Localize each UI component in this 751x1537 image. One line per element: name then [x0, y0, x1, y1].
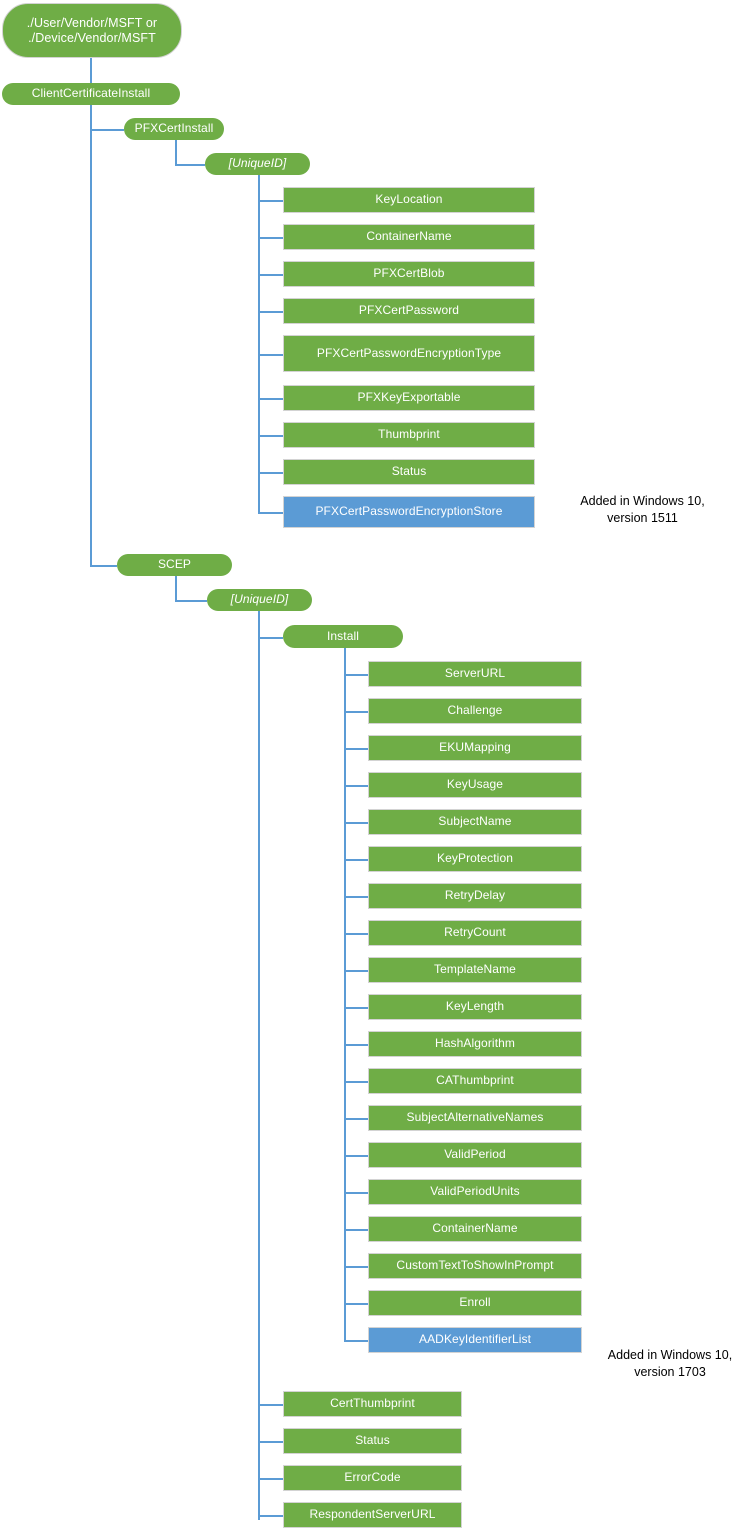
leaf-node-pfxcertpassword[interactable]: PFXCertPassword — [283, 298, 535, 324]
leaf-node-retrycount[interactable]: RetryCount — [368, 920, 582, 946]
connector-install-leaf-5 — [344, 859, 368, 861]
leaf-node-thumbprint[interactable]: Thumbprint — [283, 422, 535, 448]
connector-clientcertificateinstall-spine — [90, 105, 92, 566]
connector-pfx-leaf-1 — [258, 237, 283, 239]
leaf-node-retrydelay[interactable]: RetryDelay — [368, 883, 582, 909]
connector-install-leaf-14 — [344, 1192, 368, 1194]
leaf-node-pfxcertpasswordencryptiontype[interactable]: PFXCertPasswordEncryptionType — [283, 335, 535, 372]
leaf-node-subjectname[interactable]: SubjectName — [368, 809, 582, 835]
connector-install-leaf-2 — [344, 748, 368, 750]
connector-scep-leaf-2 — [258, 1478, 283, 1480]
connector-to-pfxcertinstall — [90, 129, 124, 131]
connector-install-leaf-0 — [344, 674, 368, 676]
root-node-vendor-path[interactable]: ./User/Vendor/MSFT or ./Device/Vendor/MS… — [2, 3, 182, 58]
connector-install-leaf-17 — [344, 1303, 368, 1305]
connector-scep-uniqueid-spine — [258, 611, 260, 1520]
connector-install-leaf-13 — [344, 1155, 368, 1157]
leaf-node-serverurl[interactable]: ServerURL — [368, 661, 582, 687]
connector-pfxcertinstall-to-uniqueid — [175, 140, 177, 165]
note-scep-added-in-windows: Added in Windows 10, version 1703 — [607, 1348, 733, 1379]
leaf-node-validperiod[interactable]: ValidPeriod — [368, 1142, 582, 1168]
leaf-node-scep-certthumbprint[interactable]: CertThumbprint — [283, 1391, 462, 1417]
connector-scep-leaf-1 — [258, 1441, 283, 1443]
leaf-node-keyprotection[interactable]: KeyProtection — [368, 846, 582, 872]
node-scep-uniqueid[interactable]: [UniqueID] — [207, 589, 312, 611]
connector-install-leaf-3 — [344, 785, 368, 787]
leaf-node-pfxcertpasswordencryptionstore[interactable]: PFXCertPasswordEncryptionStore — [283, 496, 535, 528]
node-scep[interactable]: SCEP — [117, 554, 232, 576]
connector-scep-to-uniqueid — [175, 576, 177, 601]
leaf-node-scep-errorcode[interactable]: ErrorCode — [283, 1465, 462, 1491]
connector-install-leaf-7 — [344, 933, 368, 935]
connector-to-scep-uniqueid — [175, 600, 207, 602]
leaf-node-keylocation[interactable]: KeyLocation — [283, 187, 535, 213]
connector-scep-leaf-0 — [258, 1404, 283, 1406]
node-install[interactable]: Install — [283, 625, 403, 648]
leaf-node-cathumbprint[interactable]: CAThumbprint — [368, 1068, 582, 1094]
connector-install-leaf-9 — [344, 1007, 368, 1009]
leaf-node-hashalgorithm[interactable]: HashAlgorithm — [368, 1031, 582, 1057]
connector-install-leaf-4 — [344, 822, 368, 824]
note-pfx-added-in-windows: Added in Windows 10, version 1511 — [580, 494, 705, 525]
connector-to-install — [258, 637, 283, 639]
connector-install-leaf-12 — [344, 1118, 368, 1120]
leaf-node-ekumapping[interactable]: EKUMapping — [368, 735, 582, 761]
connector-install-spine — [344, 648, 346, 1341]
connector-install-leaf-8 — [344, 970, 368, 972]
leaf-node-challenge[interactable]: Challenge — [368, 698, 582, 724]
connector-pfx-leaf-8 — [258, 512, 283, 514]
connector-install-leaf-11 — [344, 1081, 368, 1083]
connector-install-leaf-15 — [344, 1229, 368, 1231]
leaf-node-keylength[interactable]: KeyLength — [368, 994, 582, 1020]
connector-to-pfx-uniqueid — [175, 164, 205, 166]
connector-pfx-leaf-3 — [258, 311, 283, 313]
node-pfx-uniqueid[interactable]: [UniqueID] — [205, 153, 310, 175]
leaf-node-customtexttoshowinprompt[interactable]: CustomTextToShowInPrompt — [368, 1253, 582, 1279]
leaf-node-pfxkeyexportable[interactable]: PFXKeyExportable — [283, 385, 535, 411]
connector-pfx-uniqueid-spine — [258, 175, 260, 512]
connector-install-leaf-10 — [344, 1044, 368, 1046]
leaf-node-containername[interactable]: ContainerName — [283, 224, 535, 250]
leaf-node-pfxcertblob[interactable]: PFXCertBlob — [283, 261, 535, 287]
connector-install-leaf-6 — [344, 896, 368, 898]
leaf-node-enroll[interactable]: Enroll — [368, 1290, 582, 1316]
leaf-node-templatename[interactable]: TemplateName — [368, 957, 582, 983]
leaf-node-aadkeyidentifierlist[interactable]: AADKeyIdentifierList — [368, 1327, 582, 1353]
connector-pfx-leaf-2 — [258, 274, 283, 276]
connector-scep-leaf-3 — [258, 1515, 283, 1517]
connector-install-leaf-18 — [344, 1340, 368, 1342]
connector-pfx-leaf-4 — [258, 354, 283, 356]
leaf-node-containername[interactable]: ContainerName — [368, 1216, 582, 1242]
leaf-node-status[interactable]: Status — [283, 459, 535, 485]
connector-install-leaf-1 — [344, 711, 368, 713]
leaf-node-validperiodunits[interactable]: ValidPeriodUnits — [368, 1179, 582, 1205]
leaf-node-scep-respondentserverurl[interactable]: RespondentServerURL — [283, 1502, 462, 1528]
connector-pfx-leaf-5 — [258, 398, 283, 400]
connector-pfx-leaf-7 — [258, 472, 283, 474]
connector-to-scep — [90, 565, 117, 567]
leaf-node-scep-status[interactable]: Status — [283, 1428, 462, 1454]
leaf-node-keyusage[interactable]: KeyUsage — [368, 772, 582, 798]
connector-pfx-leaf-0 — [258, 200, 283, 202]
connector-install-leaf-16 — [344, 1266, 368, 1268]
node-pfxcertinstall[interactable]: PFXCertInstall — [124, 118, 224, 140]
connector-root-to-clientcertificateinstall — [90, 58, 92, 83]
connector-pfx-leaf-6 — [258, 435, 283, 437]
leaf-node-subjectalternativenames[interactable]: SubjectAlternativeNames — [368, 1105, 582, 1131]
node-client-certificate-install[interactable]: ClientCertificateInstall — [2, 83, 180, 105]
